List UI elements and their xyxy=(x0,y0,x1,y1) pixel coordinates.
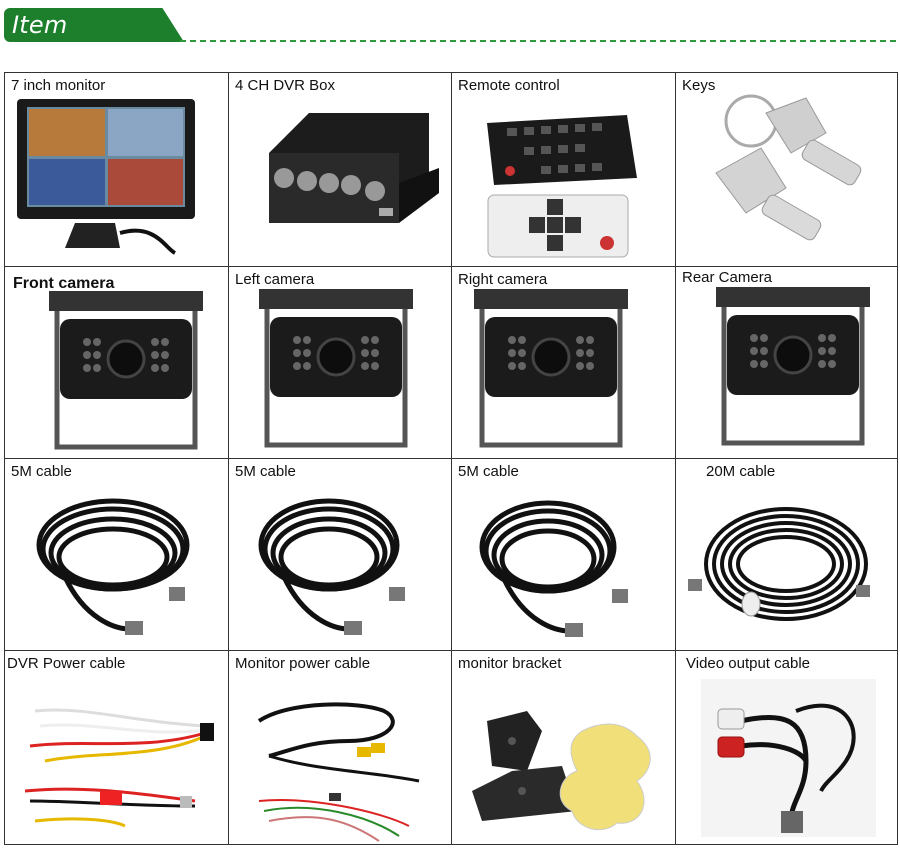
item-right-camera: Right camera xyxy=(452,267,676,459)
items-grid: 7 inch monitor 4 CH DVR Box Remote contr… xyxy=(4,72,898,845)
item-cable-5m-1: 5M cable xyxy=(5,459,229,651)
item-cable-20m: 20M cable xyxy=(676,459,898,651)
dashed-divider xyxy=(180,40,896,42)
dvr-box-image xyxy=(269,113,439,223)
keys-image xyxy=(715,94,862,241)
item-video-output-cable: Video output cable xyxy=(676,651,898,845)
video-cable-image xyxy=(701,679,876,837)
item-monitor: 7 inch monitor xyxy=(5,73,229,267)
item-left-camera: Left camera xyxy=(229,267,452,459)
remote-image xyxy=(487,115,637,258)
item-label: Rear Camera xyxy=(682,269,773,286)
item-front-camera: Front camera xyxy=(5,267,229,459)
power-cable-image xyxy=(24,708,214,828)
item-label: Right camera xyxy=(458,271,548,288)
item-label: Front camera xyxy=(13,275,115,292)
item-keys: Keys xyxy=(676,73,898,267)
camera-image xyxy=(474,289,628,448)
item-cable-5m-2: 5M cable xyxy=(229,459,452,651)
item-monitor-bracket: monitor bracket xyxy=(452,651,676,845)
header-banner: Item Includes: xyxy=(0,6,900,50)
item-label: 5M cable xyxy=(11,463,72,480)
item-label: monitor bracket xyxy=(458,655,562,672)
item-label: DVR Power cable xyxy=(7,655,126,672)
camera-image xyxy=(49,291,203,450)
item-label: Video output cable xyxy=(686,655,810,672)
item-label: Keys xyxy=(682,77,716,94)
camera-image xyxy=(716,287,870,446)
item-rear-camera: Rear Camera xyxy=(676,267,898,459)
item-remote: Remote control xyxy=(452,73,676,267)
cable-coil-image xyxy=(36,498,190,635)
section-tag: Item Includes: xyxy=(4,8,184,42)
item-label: 5M cable xyxy=(235,463,296,480)
item-dvr-box: 4 CH DVR Box xyxy=(229,73,452,267)
monitor-image xyxy=(17,99,195,255)
power-cable-image xyxy=(257,702,420,842)
bracket-image xyxy=(472,711,651,831)
cable-coil-image xyxy=(479,500,628,637)
item-label: 20M cable xyxy=(706,463,776,480)
item-label: Monitor power cable xyxy=(235,655,371,672)
item-monitor-power-cable: Monitor power cable xyxy=(229,651,452,845)
cable-coil-image xyxy=(688,507,870,621)
item-dvr-power-cable: DVR Power cable xyxy=(5,651,229,845)
item-label: 5M cable xyxy=(458,463,519,480)
item-cable-5m-3: 5M cable xyxy=(452,459,676,651)
item-label: 4 CH DVR Box xyxy=(235,77,336,94)
item-label: 7 inch monitor xyxy=(11,77,106,94)
item-label: Left camera xyxy=(235,271,315,288)
cable-coil-image xyxy=(258,498,405,635)
section-title: Item Includes: xyxy=(12,11,122,67)
item-label: Remote control xyxy=(458,77,560,94)
camera-image xyxy=(259,289,413,448)
